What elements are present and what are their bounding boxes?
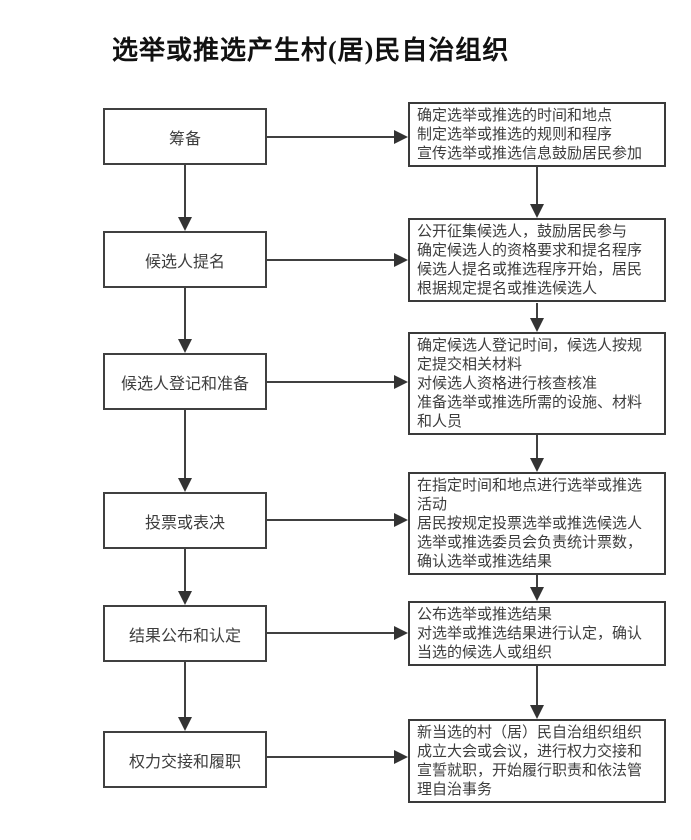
- connector-line: [536, 574, 538, 587]
- step-label: 筹备: [168, 130, 201, 148]
- connector-line: [536, 303, 538, 318]
- connector-line: [184, 165, 186, 217]
- step-label: 候选人提名: [144, 253, 225, 271]
- connector-line: [536, 434, 538, 458]
- step-box-handover: 权力交接和履职: [103, 731, 267, 788]
- step-box-registration: 候选人登记和准备: [103, 353, 267, 410]
- arrow-right-icon: [394, 750, 408, 764]
- step-box-nomination: 候选人提名: [103, 231, 267, 288]
- step-box-voting: 投票或表决: [103, 492, 267, 549]
- connector-line: [267, 381, 394, 383]
- arrow-right-icon: [394, 513, 408, 527]
- arrow-down-icon: [178, 478, 192, 492]
- detail-box-nomination: 公开征集候选人，鼓励居民参与 确定候选人的资格要求和提名程序 候选人提名或推选程…: [408, 218, 666, 302]
- connector-line: [536, 666, 538, 705]
- arrow-right-icon: [394, 375, 408, 389]
- detail-box-registration: 确定候选人登记时间，候选人按规 定提交相关材料 对候选人资格进行核查核准 准备选…: [408, 332, 666, 435]
- connector-line: [267, 519, 394, 521]
- step-box-results: 结果公布和认定: [103, 605, 267, 662]
- detail-box-preparation: 确定选举或推选的时间和地点 制定选举或推选的规则和程序 宣传选举或推选信息鼓励居…: [408, 102, 666, 167]
- detail-box-voting: 在指定时间和地点进行选举或推选 活动 居民按规定投票选举或推选候选人 选举或推选…: [408, 472, 666, 575]
- step-label: 候选人登记和准备: [120, 375, 249, 393]
- arrow-right-icon: [394, 253, 408, 267]
- detail-box-results: 公布选举或推选结果 对选举或推选结果进行认定，确认 当选的候选人或组织: [408, 601, 666, 666]
- arrow-down-icon: [530, 705, 544, 719]
- arrow-right-icon: [394, 130, 408, 144]
- arrow-down-icon: [178, 339, 192, 353]
- arrow-down-icon: [530, 204, 544, 218]
- step-label: 权力交接和履职: [128, 753, 241, 771]
- page-title: 选举或推选产生村(居)民自治组织: [112, 36, 510, 65]
- connector-line: [267, 259, 394, 261]
- step-label: 投票或表决: [144, 514, 225, 532]
- connector-line: [184, 288, 186, 339]
- connector-line: [267, 632, 394, 634]
- arrow-down-icon: [530, 587, 544, 601]
- arrow-down-icon: [530, 318, 544, 332]
- connector-line: [184, 549, 186, 591]
- connector-line: [267, 756, 394, 758]
- step-box-preparation: 筹备: [103, 108, 267, 165]
- arrow-right-icon: [394, 626, 408, 640]
- arrow-down-icon: [530, 458, 544, 472]
- arrow-down-icon: [178, 217, 192, 231]
- connector-line: [267, 136, 394, 138]
- connector-line: [184, 662, 186, 717]
- detail-box-handover: 新当选的村（居）民自治组织组织 成立大会或会议，进行权力交接和 宣誓就职，开始履…: [408, 719, 666, 803]
- connector-line: [536, 167, 538, 204]
- arrow-down-icon: [178, 717, 192, 731]
- arrow-down-icon: [178, 591, 192, 605]
- step-label: 结果公布和认定: [128, 627, 241, 645]
- connector-line: [184, 410, 186, 478]
